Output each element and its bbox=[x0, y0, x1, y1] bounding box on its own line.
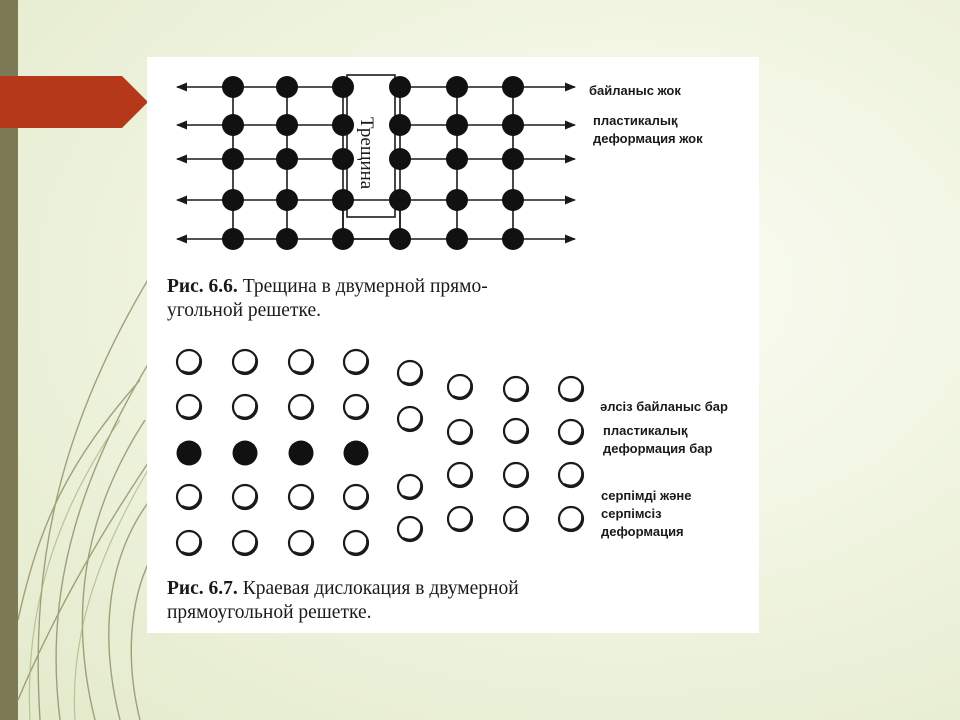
caption-6-6-line1: Трещина в двумерной прямо- bbox=[243, 276, 488, 297]
caption-6-7-line2: прямоугольной решетке. bbox=[167, 601, 597, 625]
atom-filled bbox=[389, 76, 411, 98]
atom-open bbox=[233, 395, 257, 419]
atom-open bbox=[289, 350, 313, 374]
caption-6-7-prefix: Рис. 6.7. bbox=[167, 578, 238, 599]
atom-open bbox=[289, 395, 313, 419]
atom-open bbox=[344, 485, 368, 509]
atom-filled bbox=[177, 441, 202, 466]
figure-6-7-caption: Рис. 6.7. Краевая дислокация в двумерной… bbox=[167, 577, 597, 625]
atom-filled bbox=[446, 228, 468, 250]
atom-filled bbox=[222, 189, 244, 211]
caption-6-7-line1: Краевая дислокация в двумерной bbox=[243, 578, 519, 599]
atom-filled bbox=[222, 148, 244, 170]
atom-open bbox=[504, 507, 528, 531]
atom-filled bbox=[446, 76, 468, 98]
atom-filled bbox=[502, 189, 524, 211]
atom-filled bbox=[222, 76, 244, 98]
atom-filled bbox=[446, 114, 468, 136]
atom-filled bbox=[332, 148, 354, 170]
atom-open bbox=[233, 531, 257, 555]
atom-open bbox=[233, 350, 257, 374]
atom-open bbox=[559, 463, 583, 487]
atom-open bbox=[398, 517, 422, 541]
atom-filled bbox=[332, 76, 354, 98]
atom-filled bbox=[289, 441, 314, 466]
atom-open bbox=[559, 420, 583, 444]
figure-6-6-caption: Рис. 6.6. Трещина в двумерной прямо- уго… bbox=[167, 275, 597, 323]
atom-filled bbox=[344, 441, 369, 466]
atom-open bbox=[448, 463, 472, 487]
annotation-no-plastic: пластикалық деформация жок bbox=[593, 112, 703, 148]
annotation-plastic-yes: пластикалық деформация бар bbox=[603, 422, 712, 458]
annotation-elastic-line1: серпімді және bbox=[601, 487, 692, 505]
atom-open bbox=[504, 377, 528, 401]
annotation-elastic-line2: серпімсіз bbox=[601, 505, 692, 523]
atom-open bbox=[177, 395, 201, 419]
atom-filled bbox=[276, 189, 298, 211]
annotation-plastic-yes-line1: пластикалық bbox=[603, 422, 712, 440]
atom-filled bbox=[222, 228, 244, 250]
atom-filled bbox=[389, 148, 411, 170]
atom-open bbox=[289, 485, 313, 509]
atom-open bbox=[398, 407, 422, 431]
atom-open bbox=[559, 377, 583, 401]
atom-filled bbox=[389, 228, 411, 250]
atom-open bbox=[398, 475, 422, 499]
annotation-no-plastic-line1: пластикалық bbox=[593, 112, 703, 130]
atom-filled bbox=[332, 114, 354, 136]
atom-filled bbox=[276, 76, 298, 98]
atom-filled bbox=[446, 148, 468, 170]
atom-open bbox=[448, 420, 472, 444]
atom-open bbox=[344, 395, 368, 419]
atom-open bbox=[448, 507, 472, 531]
atom-open bbox=[344, 531, 368, 555]
accent-arrow-tab bbox=[0, 76, 150, 128]
atom-filled bbox=[332, 228, 354, 250]
atom-open bbox=[289, 531, 313, 555]
atom-filled bbox=[502, 148, 524, 170]
atom-filled bbox=[502, 114, 524, 136]
annotation-plastic-yes-line2: деформация бар bbox=[603, 440, 712, 458]
annotation-elastic: серпімді және серпімсіз деформация bbox=[601, 487, 692, 541]
atom-open bbox=[177, 485, 201, 509]
annotation-no-plastic-line2: деформация жок bbox=[593, 130, 703, 148]
atom-filled bbox=[502, 228, 524, 250]
atom-open bbox=[233, 485, 257, 509]
atom-filled bbox=[389, 189, 411, 211]
annotation-no-bond: байланыс жок bbox=[589, 82, 681, 100]
annotation-weak-bond-text: әлсіз байланыс бар bbox=[600, 398, 728, 416]
atom-filled bbox=[276, 114, 298, 136]
crack-label: Трещина bbox=[356, 117, 377, 190]
atom-filled bbox=[389, 114, 411, 136]
atom-filled bbox=[332, 189, 354, 211]
atom-filled bbox=[446, 189, 468, 211]
atom-filled bbox=[222, 114, 244, 136]
atom-open bbox=[398, 361, 422, 385]
dislocation-lattice-atoms bbox=[177, 350, 584, 555]
atom-filled bbox=[276, 148, 298, 170]
annotation-no-bond-text: байланыс жок bbox=[589, 82, 681, 100]
atom-open bbox=[504, 419, 528, 443]
atom-open bbox=[344, 350, 368, 374]
caption-6-6-line2: угольной решетке. bbox=[167, 299, 597, 323]
annotation-elastic-line3: деформация bbox=[601, 523, 692, 541]
atom-open bbox=[177, 350, 201, 374]
caption-6-6-prefix: Рис. 6.6. bbox=[167, 276, 238, 297]
atom-filled bbox=[233, 441, 258, 466]
atom-filled bbox=[276, 228, 298, 250]
atom-open bbox=[559, 507, 583, 531]
atom-filled bbox=[502, 76, 524, 98]
atom-open bbox=[504, 463, 528, 487]
annotation-weak-bond: әлсіз байланыс бар bbox=[600, 398, 728, 416]
atom-open bbox=[448, 375, 472, 399]
atom-open bbox=[177, 531, 201, 555]
